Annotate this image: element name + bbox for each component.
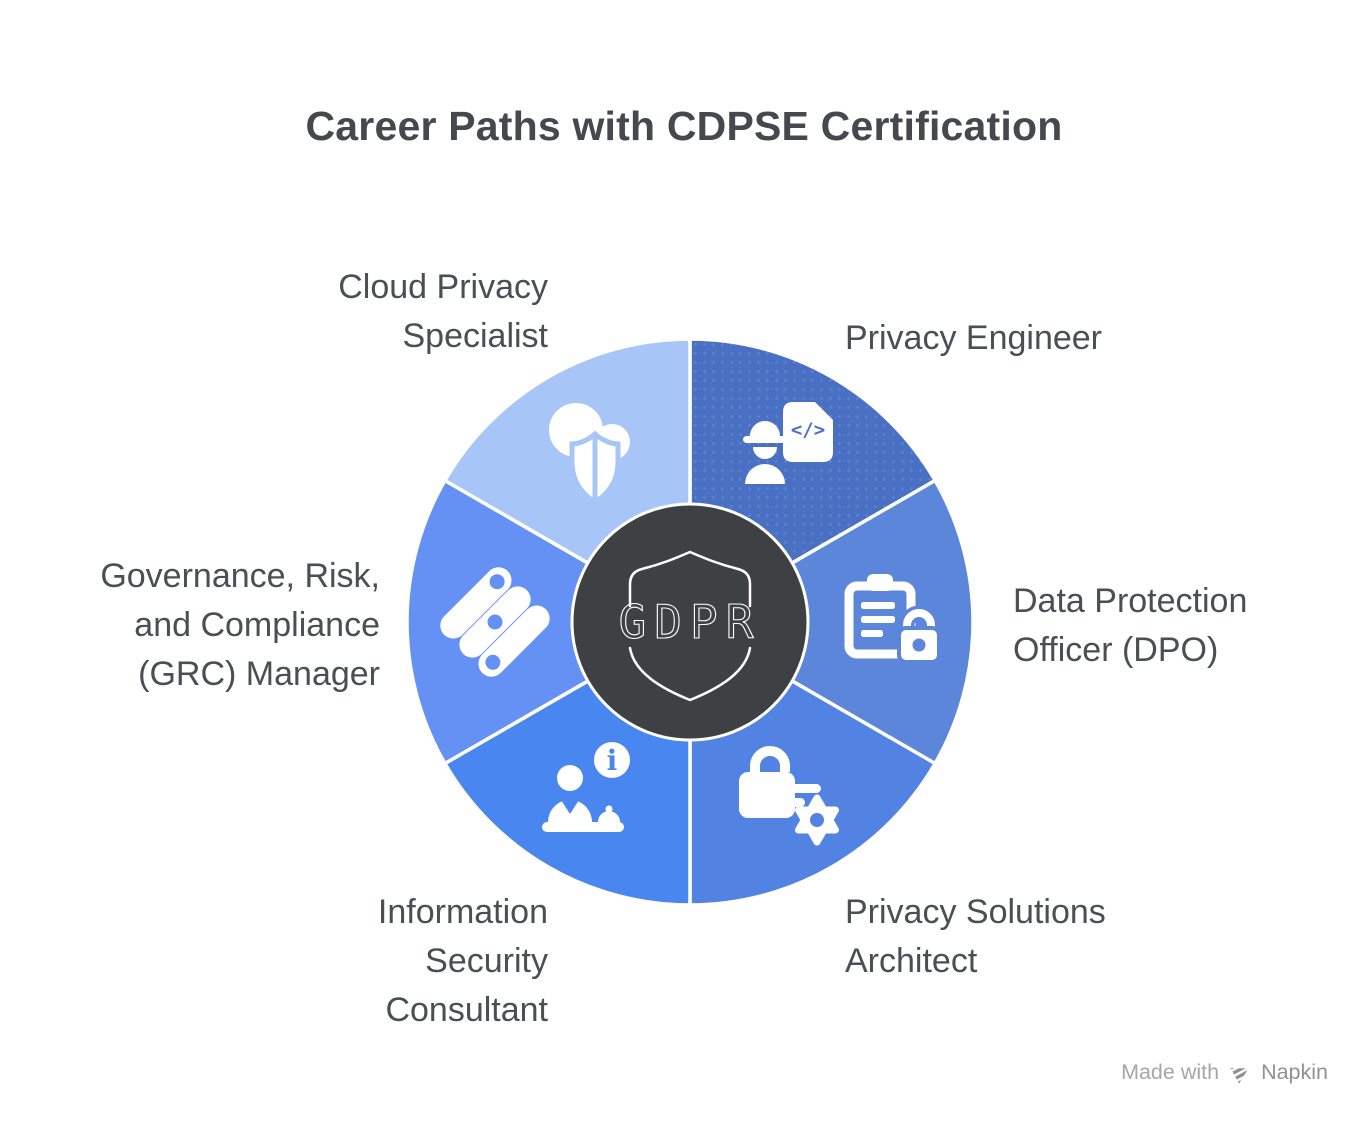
napkin-brand-text: Napkin — [1261, 1060, 1328, 1084]
gdpr-center-badge: GDPR — [570, 502, 810, 742]
engineer-code-icon: </> — [743, 402, 833, 484]
made-with-text: Made with — [1121, 1060, 1220, 1084]
sliders-icon — [440, 567, 550, 677]
segment-label-data-protection-officer: Data Protection Officer (DPO) — [1013, 582, 1248, 669]
page-title: Career Paths with CDPSE Certification — [305, 103, 1063, 149]
svg-text:i: i — [607, 744, 618, 777]
svg-text:</>: </> — [791, 419, 825, 441]
segment-label-grc-manager: Governance, Risk, and Compliance (GRC) M… — [100, 557, 380, 693]
cloud-shield-icon — [549, 403, 630, 505]
consultant-info-icon: i — [542, 742, 630, 832]
segment-label-privacy-solutions-architect: Privacy Solutions Architect — [845, 893, 1106, 980]
napkin-logo-icon — [1230, 1060, 1253, 1084]
napkin-watermark: Made with Napkin — [1121, 1060, 1328, 1085]
lock-gear-icon — [739, 746, 839, 846]
segment-label-privacy-engineer: Privacy Engineer — [845, 319, 1103, 357]
segment-data-protection-officer — [688, 478, 975, 766]
gdpr-shield-icon — [628, 550, 752, 702]
segment-label-information-security-consultant: Information Security Consultant — [377, 893, 548, 1029]
segment-label-cloud-privacy-specialist: Cloud Privacy Specialist — [338, 268, 548, 355]
clipboard-lock-icon — [844, 574, 941, 664]
gdpr-label: GDPR — [619, 595, 762, 649]
